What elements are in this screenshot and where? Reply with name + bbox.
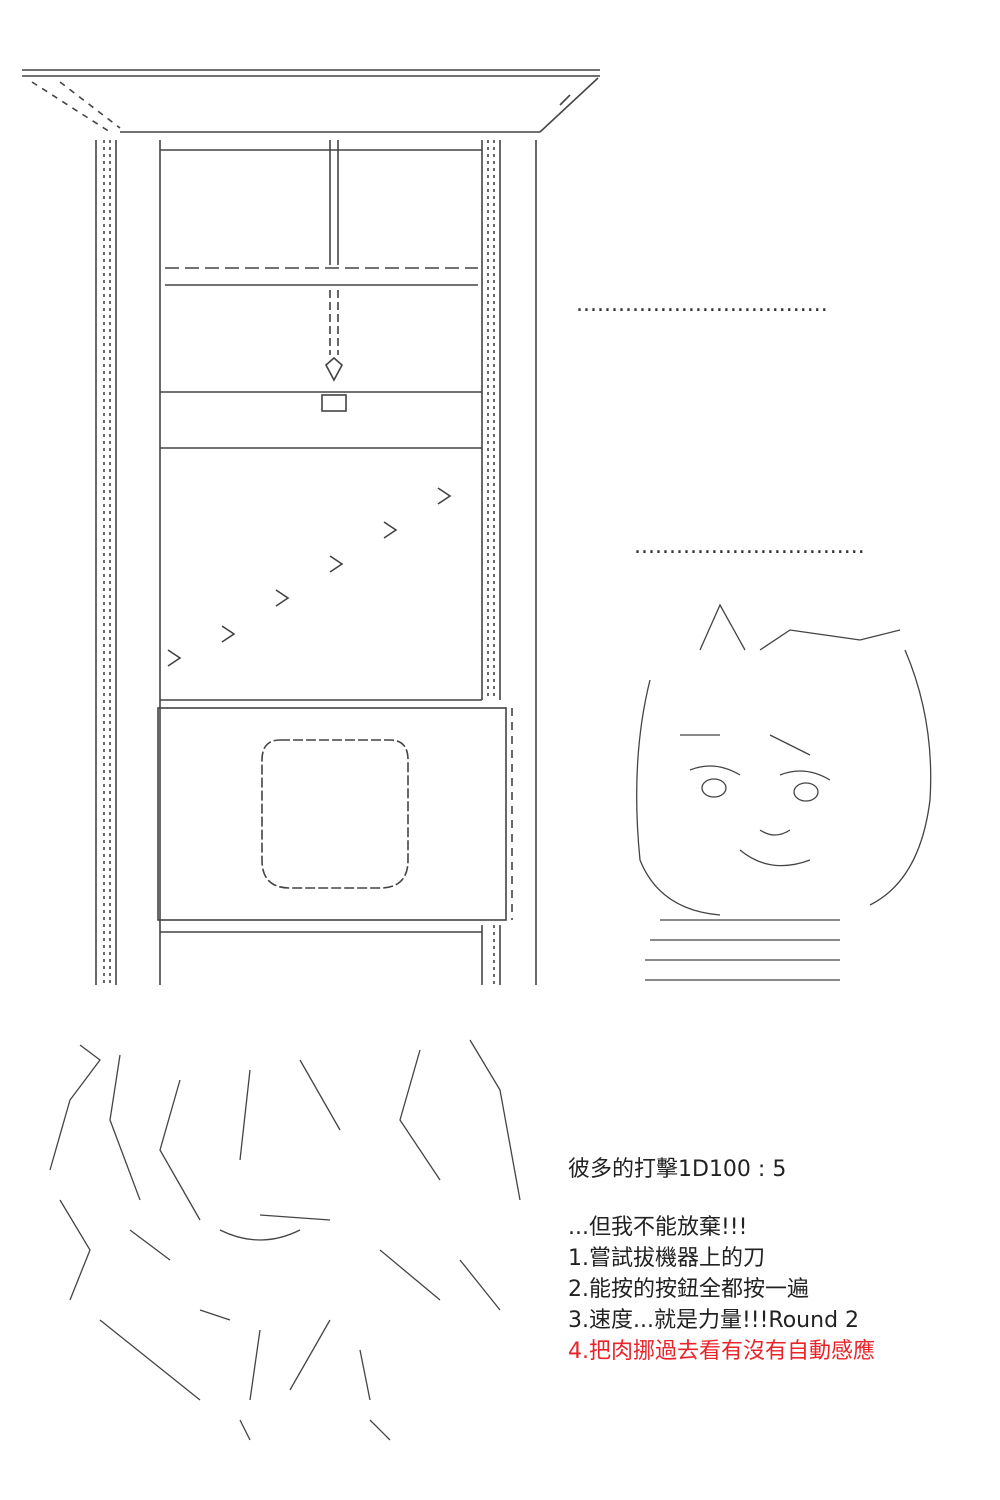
choice-item: 2.能按的按鈕全都按一遍 (568, 1277, 809, 1302)
choice-item: ...但我不能放棄!!! (568, 1215, 748, 1240)
choice-item-highlighted: 4.把肉挪過去看有沒有自動感應 (568, 1339, 875, 1364)
ellipsis-line-2: ................................. (634, 534, 865, 559)
choice-list: ...但我不能放棄!!! 1.嘗試拔機器上的刀 2.能按的按鈕全都按一遍 3.速… (568, 1212, 875, 1367)
choice-item: 3.速度...就是力量!!!Round 2 (568, 1308, 860, 1333)
dice-roll-result: 彼多的打擊1D100 : 5 (568, 1157, 787, 1182)
choice-item: 1.嘗試拔機器上的刀 (568, 1246, 765, 1271)
ellipsis-line-1: .................................... (576, 292, 828, 317)
